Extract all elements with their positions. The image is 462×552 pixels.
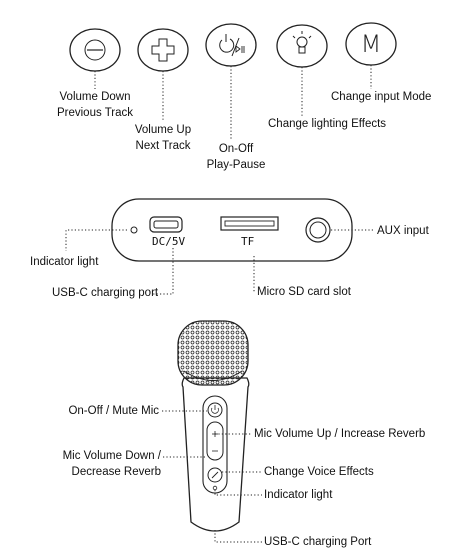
- mic-vol-up-label: Mic Volume Up / Increase Reverb: [254, 428, 426, 440]
- aux-label: AUX input: [377, 225, 429, 237]
- plus-icon: [151, 38, 175, 62]
- mic-leader-lines: [162, 410, 262, 543]
- lighting-label: Change lighting Effects: [268, 118, 387, 130]
- mic-power-label: On-Off / Mute Mic: [68, 405, 159, 417]
- mic-usbc-label: USB-C charging Port: [264, 536, 372, 548]
- power-label: On-Off Play-Pause: [206, 143, 266, 171]
- lighting-button: [276, 24, 328, 68]
- mic-power-button: [207, 402, 223, 418]
- sd-card-slot: [220, 216, 279, 231]
- mic-indicator-label: Indicator light: [264, 489, 333, 501]
- minus-icon: [84, 39, 106, 61]
- dc-port-label: DC/5V: [152, 235, 186, 248]
- voice-effects-button: [207, 467, 223, 483]
- m-letter-icon: M: [360, 30, 382, 58]
- power-play-pause-button: [205, 23, 257, 67]
- volume-up-label: Volume Up Next Track: [134, 124, 192, 152]
- indicator-light-label: Indicator light: [30, 256, 99, 268]
- sd-slot-label: Micro SD card slot: [257, 286, 351, 298]
- button-leader-lines: [94, 65, 372, 140]
- mic-vol-down-label: Mic Volume Down / Decrease Reverb: [62, 450, 161, 478]
- speaker-port-panel: [111, 198, 353, 262]
- voice-effects-label: Change Voice Effects: [264, 466, 374, 478]
- aux-jack: [305, 217, 331, 243]
- mic-indicator-light: [212, 485, 218, 491]
- light-bulb-icon: [292, 31, 312, 54]
- panel-leader-lines: [65, 229, 374, 295]
- indicator-light-dot: [130, 226, 138, 234]
- power-play-pause-icon: [219, 34, 245, 57]
- microphone: [177, 320, 250, 532]
- volume-down-label: Volume Down Previous Track: [56, 91, 134, 119]
- usb-c-port: [149, 216, 183, 233]
- volume-down-button: [69, 28, 121, 72]
- usbc-port-label: USB-C charging port: [52, 287, 159, 299]
- tf-slot-label: TF: [241, 235, 255, 248]
- volume-up-button: [137, 28, 189, 72]
- mode-label: Change input Mode: [331, 91, 432, 103]
